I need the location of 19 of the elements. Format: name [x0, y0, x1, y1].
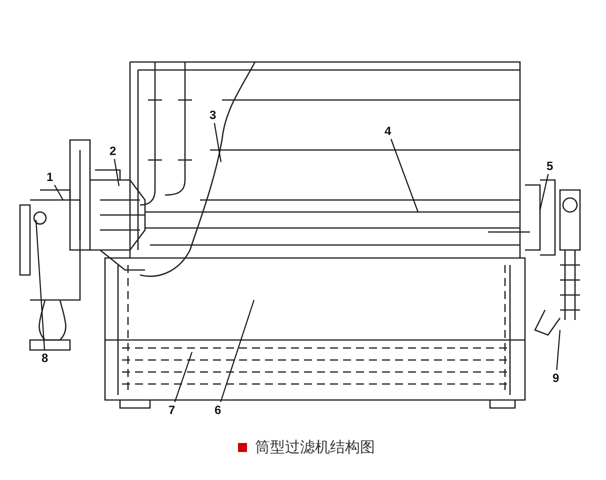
- callout-number: 6: [214, 403, 222, 417]
- caption: 筒型过滤机结构图: [255, 438, 375, 457]
- leader-line: [390, 138, 419, 212]
- callout-number: 1: [46, 170, 54, 184]
- leader-line: [54, 184, 64, 200]
- leader-line: [114, 158, 120, 186]
- leader-line: [556, 330, 561, 370]
- callout-number: 7: [168, 403, 176, 417]
- callout-number: 4: [384, 124, 392, 138]
- callout-number: 2: [110, 144, 116, 158]
- leader-line: [539, 174, 549, 210]
- leader-line: [220, 300, 255, 402]
- callout-number: 8: [42, 351, 48, 365]
- leader-line: [214, 122, 222, 162]
- leader-line: [174, 352, 193, 402]
- leader-line: [35, 220, 46, 350]
- callout-number: 5: [546, 159, 554, 173]
- callout-number: 9: [552, 371, 560, 385]
- callout-number: 3: [210, 108, 216, 122]
